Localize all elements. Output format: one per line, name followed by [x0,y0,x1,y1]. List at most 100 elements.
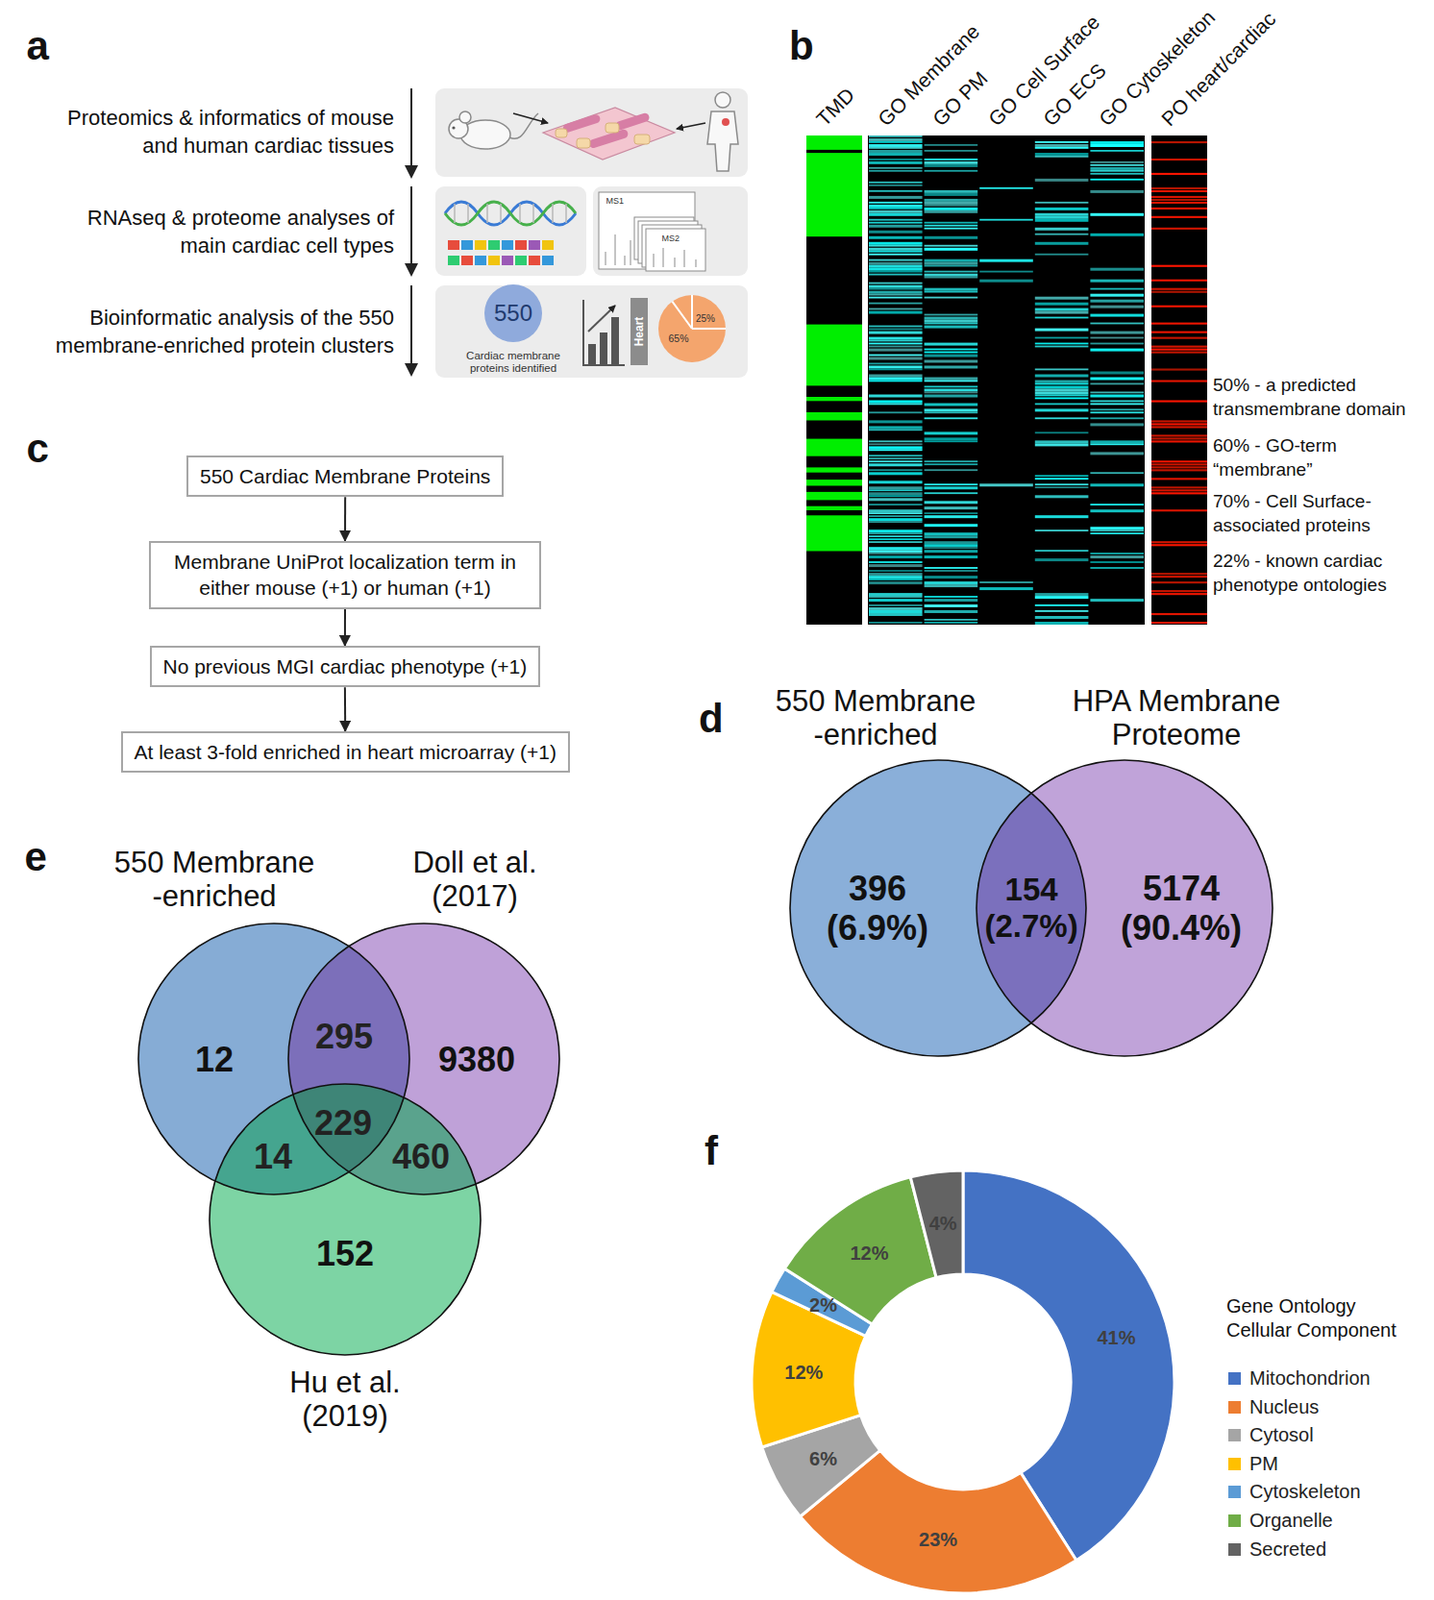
heatmap-cell [1151,621,1208,624]
heatmap-cell [1151,331,1208,334]
pie-percent: 25% [695,313,716,324]
heatmap-cell [1089,170,1144,173]
art-circle [209,1084,481,1356]
sequence-blocks [447,240,554,266]
heatmap-cell [868,242,923,246]
heatmap-cell [924,259,979,263]
heatmap-cell [868,343,923,346]
heatmap-cell [1089,337,1144,340]
annotation-note: 60% - GO-term “membrane” [1212,433,1420,482]
heatmap-cell [924,595,979,598]
overlap-count: 229 [314,1103,372,1143]
heatmap-cell [1035,383,1089,386]
art-rect [474,240,487,250]
slice-percent: 23% [918,1528,958,1552]
heatmap-cell [924,210,979,214]
heatmap-cell [806,396,863,401]
venn-count: 5174 (90.4%) [1120,868,1242,949]
heatmap-cell [806,324,863,387]
heatmap-cell [1035,144,1089,148]
heatmap-cell [1151,486,1208,489]
heatmap-cell [868,403,923,406]
heatmap-cell [1089,383,1144,386]
heatmap-cell [979,587,1034,591]
heatmap-cell [1151,173,1208,175]
heatmap-cell [924,198,979,202]
heatmap-cell [1089,567,1144,569]
art-line [467,203,470,223]
heatmap-cell [868,535,923,538]
heatmap-cell [868,428,923,431]
art-rect [435,186,587,276]
heatmap-cell [868,302,923,305]
heatmap-cell [806,467,863,472]
heatmap-cell [806,506,863,511]
heatmap-cell [924,276,979,279]
heatmap-cell [1035,549,1089,552]
heatmap-cell [868,610,923,614]
art-rect [599,332,608,366]
heatmap-cell [924,164,979,168]
heatmap-cell [868,578,923,581]
heatmap-cell [1035,604,1089,607]
heatmap-cell [868,184,923,187]
slice-percent: 2% [809,1293,838,1317]
venn-outline-circle [976,760,1273,1057]
heatmap-cell [1089,213,1144,217]
heatmap-cell [868,460,923,463]
heatmap-cell [868,532,923,535]
venn-count: 9380 [438,1039,516,1080]
heatmap-cell [924,492,979,495]
heatmap-cell [924,265,979,268]
heatmap-cell [924,351,979,354]
heatmap-cell [868,440,923,443]
art-rect [593,186,748,276]
heatmap-cell [979,581,1034,584]
heatmap-cell [1089,348,1144,352]
process-box: 550 Cardiac Membrane Proteins [186,455,504,497]
heatmap-cell [924,291,979,294]
heatmap-cell [924,322,979,325]
venn-heading: Doll et al. (2017) [393,845,557,915]
heatmap-cell [868,262,923,266]
heatmap-cell [1035,296,1089,300]
heatmap-cell [1035,477,1089,480]
heatmap-cell [924,360,979,364]
legend-swatch [1228,1458,1241,1471]
box-text: Membrane UniProt localization term in ei… [162,548,528,602]
art-path [707,111,739,172]
heatmap-cell [868,190,923,193]
venn-e-fills [138,923,560,1356]
art-circle [209,1084,481,1356]
heatmap-cell [868,273,923,276]
column-header: TMD [811,82,860,131]
overlap-count: 460 [392,1137,450,1177]
legend-text: Secreted [1249,1537,1327,1562]
art-rect [435,285,748,378]
heatmap-cell [924,411,979,414]
heatmap-cell [1089,408,1144,411]
heatmap-cell [1151,575,1208,578]
art-rect [605,123,619,133]
heatmap-cell [868,181,923,184]
bar-chart-icon [583,297,648,366]
venn-count: 12 [195,1039,234,1080]
legend-swatch [1228,1485,1241,1499]
heatmap-cell [1151,440,1208,443]
cardiac-tissue-drawing [543,107,675,160]
art-line [551,203,554,223]
heatmap-cell [1151,572,1208,575]
heatmap-cell [868,448,923,451]
legend-title: Gene Ontology Cellular Component [1226,1294,1419,1343]
art-rect [634,134,650,145]
heatmap-cell [924,403,979,407]
heatmap-cell [868,552,923,555]
heatmap-cell [1035,207,1089,211]
legend-text: Mitochondrion [1249,1366,1371,1391]
venn-heading: Hu et al. (2019) [272,1365,418,1434]
heatmap-cell [1151,590,1208,593]
art-rect [488,240,500,250]
heatmap-cell [1089,294,1144,297]
heatmap-cell [1089,529,1144,532]
